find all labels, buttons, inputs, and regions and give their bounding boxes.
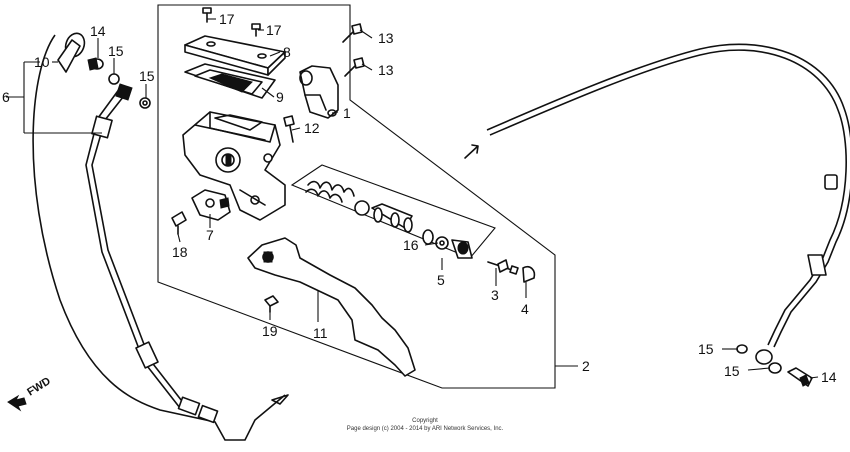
reservoir-cap xyxy=(184,35,286,76)
callout-13-b: 13 xyxy=(378,62,394,78)
left-banjo-fitting xyxy=(57,32,151,109)
callout-8: 8 xyxy=(283,44,291,60)
nut-19 xyxy=(264,295,279,313)
callout-15-left-a: 15 xyxy=(108,43,124,59)
left-clutch-hose xyxy=(32,34,289,441)
bolts-13 xyxy=(342,23,365,77)
master-cylinder-body xyxy=(182,111,286,221)
callout-14-left: 14 xyxy=(90,23,106,39)
callout-4: 4 xyxy=(521,301,529,317)
callout-5: 5 xyxy=(437,272,445,288)
callout-17-a: 17 xyxy=(219,11,235,27)
callout-9: 9 xyxy=(276,89,284,105)
callout-7: 7 xyxy=(206,227,214,243)
callout-15-right-a: 15 xyxy=(698,341,714,357)
callout-labels: 6 10 14 15 15 17 17 8 9 1 12 13 13 7 18 … xyxy=(2,11,837,385)
callout-12: 12 xyxy=(304,120,320,136)
assembly-outline xyxy=(157,4,556,389)
callout-3: 3 xyxy=(491,287,499,303)
leader-lines xyxy=(6,18,819,379)
clutch-lever xyxy=(247,237,416,377)
screws-17 xyxy=(202,7,261,37)
holder-clamp xyxy=(299,65,339,119)
callout-11: 11 xyxy=(313,325,328,341)
copyright-line-1: Copyright xyxy=(412,418,438,424)
callout-14-right: 14 xyxy=(821,369,837,385)
fwd-arrow: FWD xyxy=(7,375,53,412)
callout-1: 1 xyxy=(343,105,351,121)
clutch-switch xyxy=(171,189,231,235)
bolt-12 xyxy=(283,115,295,143)
callout-13-a: 13 xyxy=(378,30,394,46)
right-clutch-hose xyxy=(464,43,850,387)
callout-19: 19 xyxy=(262,323,278,339)
fwd-label: FWD xyxy=(25,375,53,398)
push-rod xyxy=(487,259,536,283)
callout-17-b: 17 xyxy=(266,22,282,38)
callout-18: 18 xyxy=(172,244,188,260)
diaphragm xyxy=(184,63,276,99)
callout-6: 6 xyxy=(2,89,10,105)
callout-16: 16 xyxy=(403,237,419,253)
callout-15-right-b: 15 xyxy=(724,363,740,379)
callout-15-left-b: 15 xyxy=(139,68,155,84)
piston-kit xyxy=(290,164,496,259)
callout-2: 2 xyxy=(582,358,590,374)
copyright-line-2: Page design (c) 2004 - 2014 by ARI Netwo… xyxy=(347,426,504,432)
callout-10: 10 xyxy=(34,54,50,70)
